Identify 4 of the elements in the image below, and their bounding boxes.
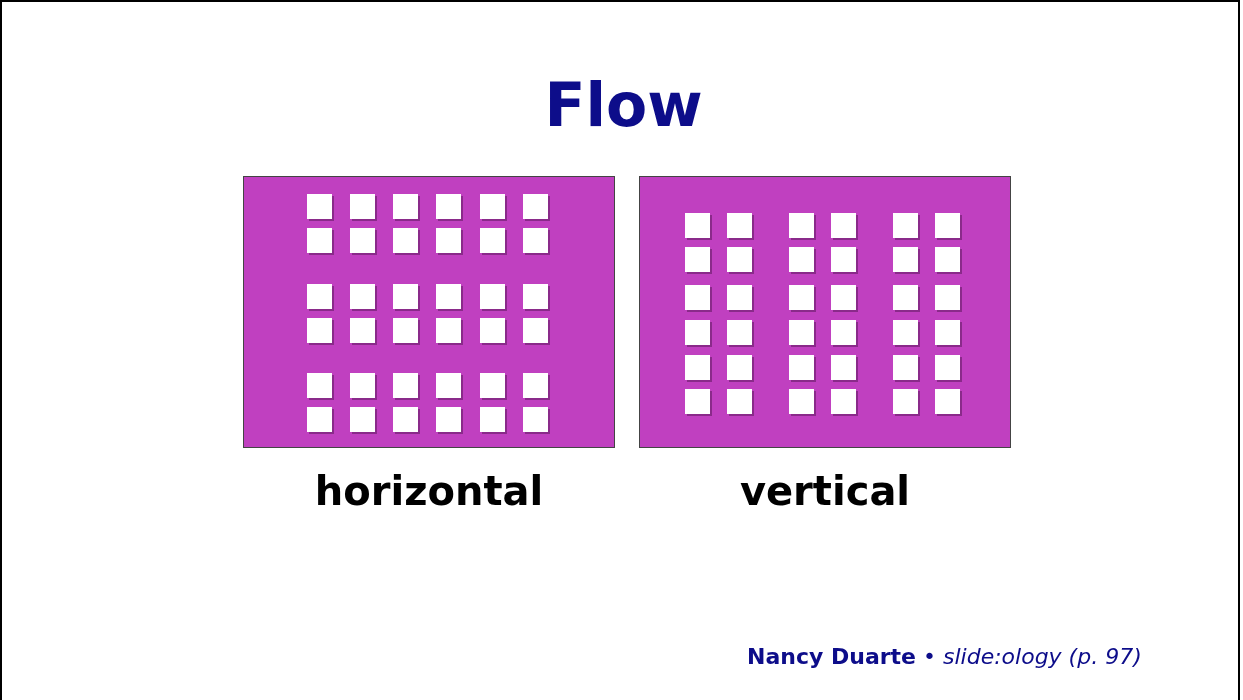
panel-label: vertical <box>738 468 912 514</box>
panel-label: horizontal <box>313 468 545 514</box>
source-note: Nancy Duarte • slide:ology (p. 97) <box>747 644 1142 669</box>
slide-title: Flow <box>543 70 704 140</box>
